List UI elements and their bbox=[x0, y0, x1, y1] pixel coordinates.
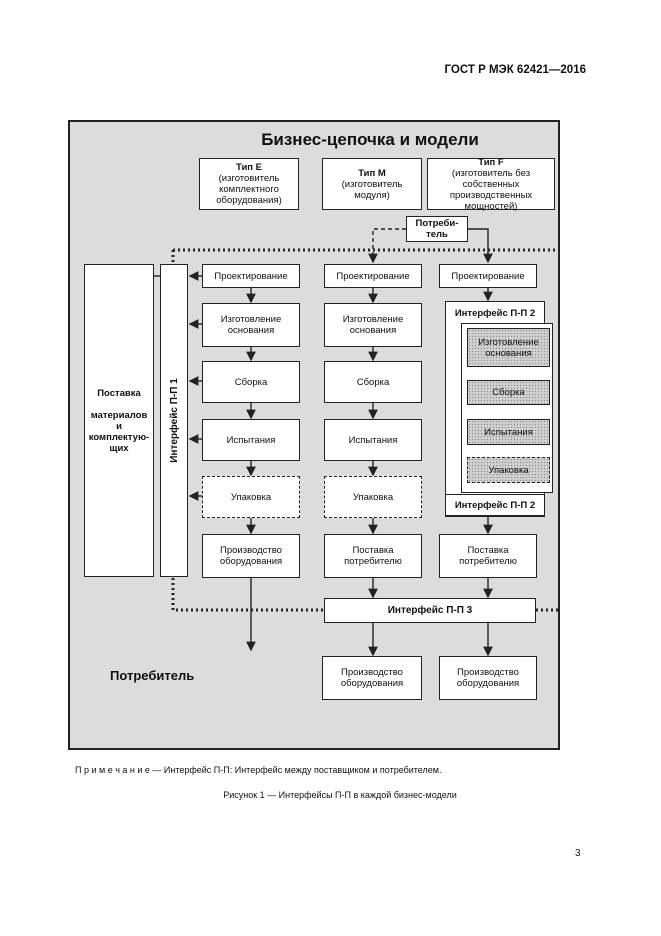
type-m-desc: (изготовитель модуля) bbox=[341, 178, 403, 201]
type-e-desc: (изготовитель комплектного оборудования) bbox=[216, 173, 282, 206]
col-e-production: Производство оборудования bbox=[202, 534, 300, 578]
col-f-delivery: Поставка потребителю bbox=[439, 534, 537, 578]
page-number: 3 bbox=[575, 848, 581, 859]
col-m-delivery: Поставка потребителю bbox=[324, 534, 422, 578]
col-e-assembly: Сборка bbox=[202, 361, 300, 403]
col-f-design: Проектирование bbox=[439, 264, 537, 288]
col-f-testing: Испытания bbox=[467, 419, 550, 445]
consumer-bottom-label: Потребитель bbox=[110, 668, 195, 683]
type-f-name: Тип F bbox=[478, 156, 504, 168]
diagram-title: Бизнес-цепочка и модели bbox=[261, 130, 479, 149]
standard-header: ГОСТ Р МЭК 62421—2016 bbox=[444, 64, 586, 76]
col-e-packaging: Упаковка bbox=[202, 476, 300, 518]
interface-2-label-bottom: Интерфейс П-П 2 bbox=[445, 494, 545, 516]
col-e-design: Проектирование bbox=[202, 264, 300, 288]
col-e-testing: Испытания bbox=[202, 419, 300, 461]
interface-1-label: Интерфейс П-П 1 bbox=[168, 378, 180, 463]
bottom-production-m: Производство оборудования bbox=[322, 656, 422, 700]
figure-caption: Рисунок 1 — Интерфейсы П-П в каждой бизн… bbox=[223, 790, 457, 800]
col-e-base: Изготовление основания bbox=[202, 303, 300, 347]
col-f-assembly: Сборка bbox=[467, 380, 550, 405]
interface-3-box: Интерфейс П-П 3 bbox=[324, 598, 536, 623]
col-m-testing: Испытания bbox=[324, 419, 422, 461]
type-m-name: Тип M bbox=[358, 167, 386, 179]
type-e-box: Тип E(изготовитель комплектного оборудов… bbox=[199, 158, 299, 210]
type-f-box: Тип F(изготовитель без собственных произ… bbox=[427, 156, 555, 212]
supply-box: Поставка материалов и комплектую- щих bbox=[84, 264, 154, 577]
col-m-base: Изготовление основания bbox=[324, 303, 422, 347]
interface-2-label-top: Интерфейс П-П 2 bbox=[454, 308, 536, 319]
consumer-top-box: Потреби- тель bbox=[406, 216, 468, 242]
bottom-production-f: Производство оборудования bbox=[439, 656, 537, 700]
type-m-box: Тип M(изготовитель модуля) bbox=[322, 158, 422, 210]
figure-note: П р и м е ч а н и е — Интерфейс П-П: Инт… bbox=[75, 765, 442, 775]
col-f-base: Изготовление основания bbox=[467, 328, 550, 367]
col-m-assembly: Сборка bbox=[324, 361, 422, 403]
type-e-name: Тип E bbox=[236, 162, 262, 173]
type-f-desc: (изготовитель без собственных производст… bbox=[449, 167, 533, 212]
col-m-packaging: Упаковка bbox=[324, 476, 422, 518]
interface-1-box: Интерфейс П-П 1 bbox=[160, 264, 188, 577]
col-m-design: Проектирование bbox=[324, 264, 422, 288]
col-f-packaging: Упаковка bbox=[467, 457, 550, 483]
